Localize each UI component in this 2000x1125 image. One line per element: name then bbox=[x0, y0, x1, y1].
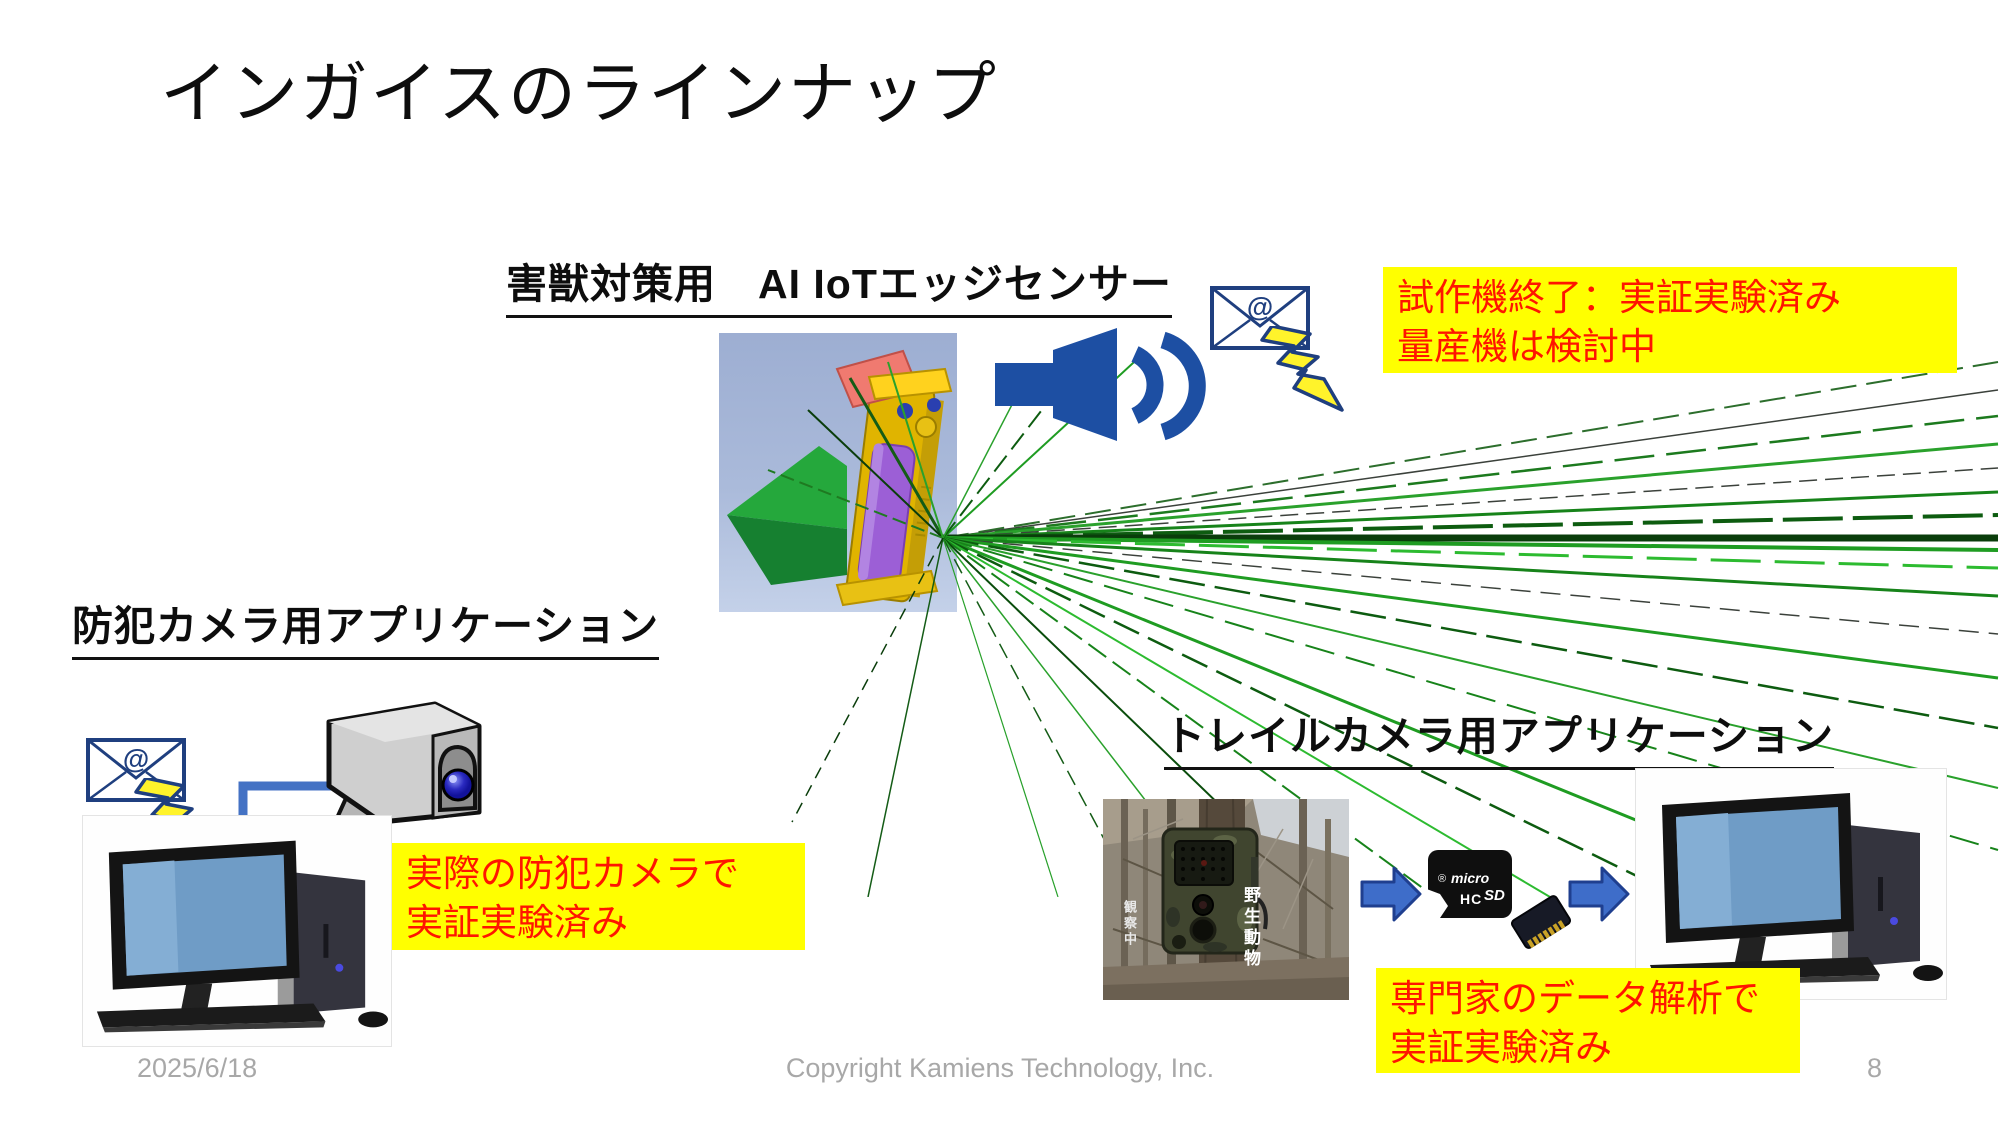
security-note: 実際の防犯カメラで 実証実験済み bbox=[392, 843, 805, 950]
lightning-icon bbox=[1260, 326, 1344, 412]
sd-sd-label: SD bbox=[1484, 887, 1505, 904]
sd-micro-label: micro bbox=[1451, 870, 1490, 886]
sensor-note: 試作機終了：実証実験済み 量産機は検討中 bbox=[1383, 267, 1957, 373]
speaker-icon bbox=[995, 328, 1206, 441]
desktop-computer-drawing bbox=[96, 840, 389, 1033]
microsd-card-icon: ® micro SD HC bbox=[1424, 850, 1512, 918]
sensor-section-heading: 害獣対策用 AI IoTエッジセンサー bbox=[506, 250, 1172, 318]
sd-card-small-icon bbox=[1510, 895, 1572, 949]
trail-note-line2: 実証実験済み bbox=[1390, 1026, 1612, 1068]
sensor-note-line1: 試作機終了：実証実験済み bbox=[1397, 277, 1841, 318]
footer-date: 2025/6/18 bbox=[137, 1053, 258, 1083]
security-note-line2: 実証実験済み bbox=[406, 901, 628, 943]
sd-reg-mark: ® bbox=[1438, 873, 1446, 885]
at-symbol: @ bbox=[123, 744, 149, 774]
trail-section-heading: トレイルカメラ用アプリケーション bbox=[1164, 702, 1834, 770]
trail-camera-photo bbox=[1103, 799, 1349, 1000]
arrow-right-icon bbox=[1568, 866, 1630, 922]
footer-copyright: Copyright Kamiens Technology, Inc. bbox=[785, 1053, 1215, 1083]
cctv-camera-icon bbox=[326, 701, 482, 833]
desktop-computer-image bbox=[82, 815, 392, 1047]
sensor-device-drawing bbox=[727, 349, 953, 607]
sensor-note-line2: 量産機は検討中 bbox=[1397, 325, 1656, 367]
elbow-connector bbox=[238, 781, 337, 822]
page-title: インガイスのラインナップ bbox=[160, 56, 998, 132]
security-section-heading: 防犯カメラ用アプリケーション bbox=[72, 592, 660, 660]
sd-hc-label: HC bbox=[1460, 891, 1482, 907]
footer-page-number: 8 bbox=[1867, 1053, 1883, 1083]
at-symbol: @ bbox=[1247, 292, 1273, 322]
desktop-computer-drawing bbox=[1650, 793, 1943, 986]
sensor-device-image bbox=[719, 333, 957, 612]
security-note-line1: 実際の防犯カメラで bbox=[406, 853, 739, 894]
trail-camera-label-left: 観察中 bbox=[1122, 900, 1137, 948]
trail-note: 専門家のデータ解析で 実証実験済み bbox=[1376, 968, 1800, 1073]
arrow-right-icon bbox=[1360, 866, 1422, 922]
trail-note-line1: 専門家のデータ解析で bbox=[1390, 978, 1760, 1019]
desktop-computer-image bbox=[1635, 768, 1947, 1000]
trail-camera-label-right: 野生動物 bbox=[1241, 886, 1260, 970]
